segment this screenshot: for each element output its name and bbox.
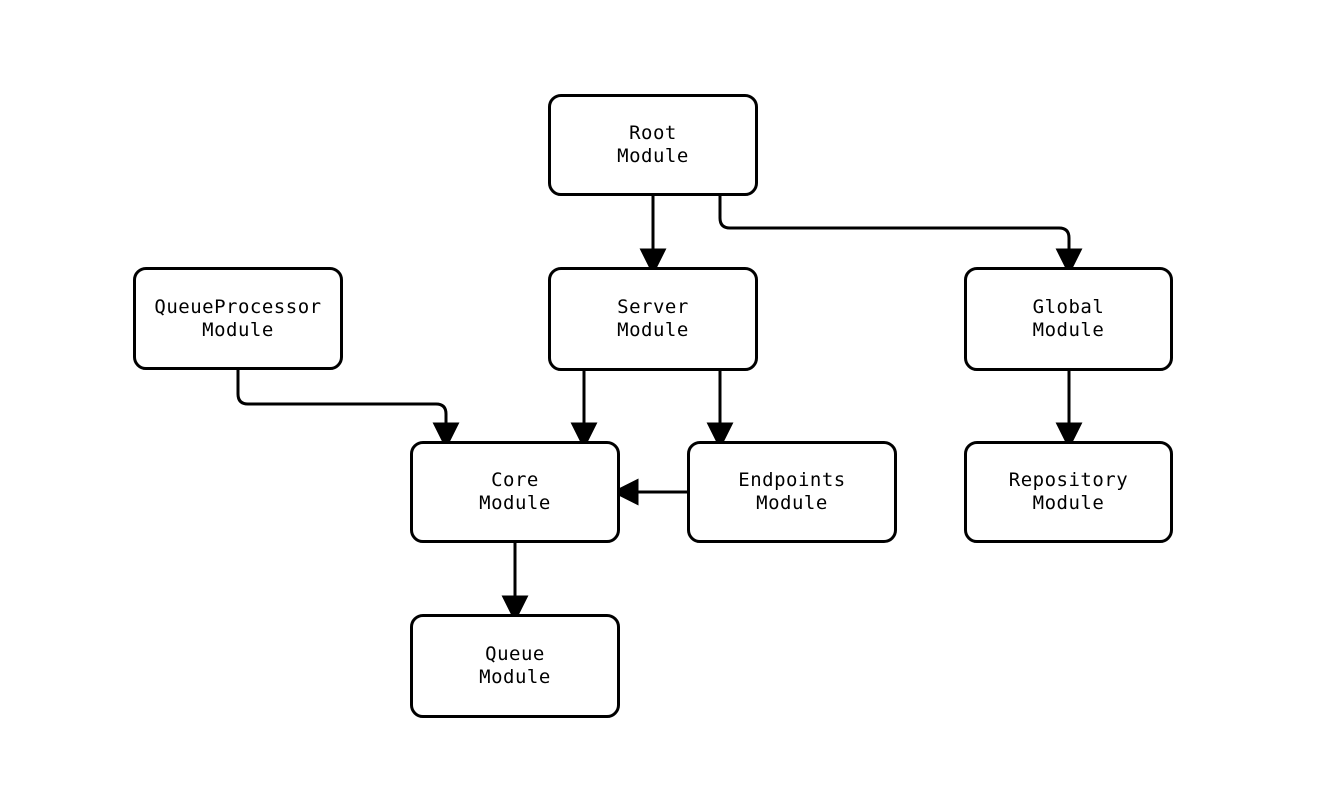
edge-root-global (718, 196, 1083, 276)
node-queue[interactable]: Queue Module (410, 614, 620, 718)
node-endpoints[interactable]: Endpoints Module (687, 441, 897, 543)
node-server-label: Server Module (617, 296, 689, 341)
node-server[interactable]: Server Module (548, 267, 758, 371)
node-queue-label: Queue Module (479, 643, 551, 688)
edge-queueprocessor-core (236, 370, 460, 450)
node-global[interactable]: Global Module (964, 267, 1173, 371)
node-queueprocessor-label: QueueProcessor Module (154, 295, 322, 341)
node-repository-label: Repository Module (1008, 469, 1129, 514)
node-core[interactable]: Core Module (410, 441, 620, 543)
node-endpoints-label: Endpoints Module (738, 469, 846, 514)
node-global-label: Global Module (1032, 296, 1105, 341)
node-repository[interactable]: Repository Module (964, 441, 1173, 543)
node-queueprocessor[interactable]: QueueProcessor Module (133, 267, 343, 370)
node-core-label: Core Module (479, 469, 551, 514)
node-root-label: Root Module (617, 122, 689, 167)
node-root[interactable]: Root Module (548, 94, 758, 196)
